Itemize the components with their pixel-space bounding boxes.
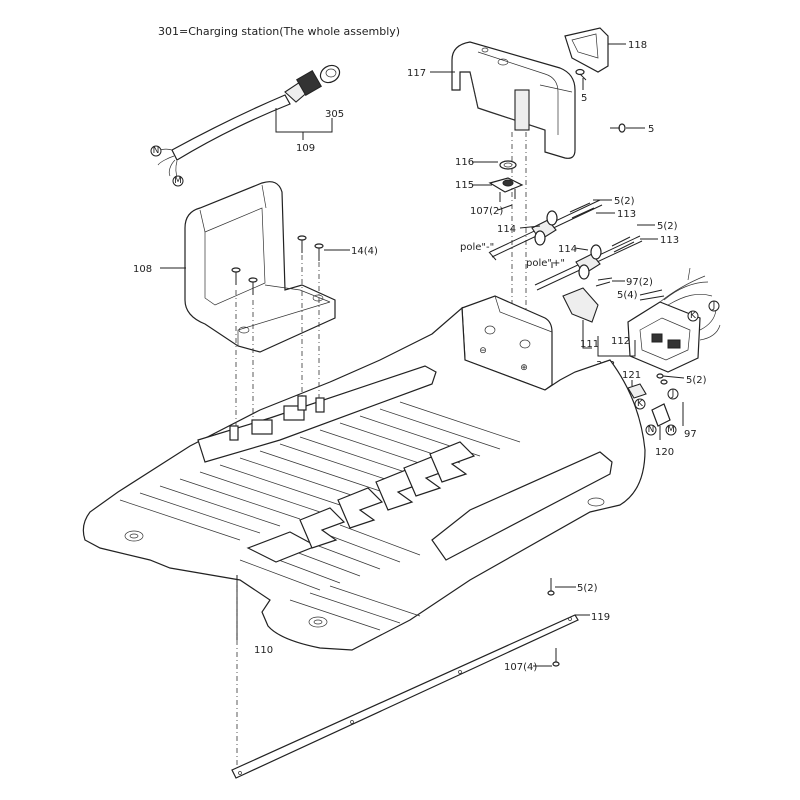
- part-121: [627, 383, 647, 399]
- marker-text: J: [671, 389, 675, 399]
- label-119: 119: [591, 612, 610, 623]
- wire-marker-k1: K: [687, 310, 699, 322]
- label-pole-minus: pole"-": [460, 242, 494, 253]
- wire-marker-m2: M: [665, 424, 677, 436]
- leader-109-305: [275, 108, 333, 133]
- screw-5-top: [575, 68, 587, 81]
- label-110: 110: [254, 645, 273, 656]
- label-114-a: 114: [497, 224, 516, 235]
- washer-116: [499, 160, 517, 170]
- label-113-b: 113: [660, 235, 679, 246]
- marker-text: N: [648, 425, 655, 435]
- label-113-a: 113: [617, 209, 636, 220]
- label-109: 109: [296, 143, 315, 154]
- plate-111: [562, 287, 599, 323]
- wire-marker-j2: J: [667, 388, 679, 400]
- label-5-2-c: 5(2): [686, 375, 707, 386]
- label-5-b: 5: [648, 124, 654, 135]
- marker-text: K: [690, 311, 697, 321]
- screws-5-2-c: [656, 373, 685, 385]
- screw-5-2-d: [547, 578, 555, 596]
- label-108: 108: [133, 264, 152, 275]
- pole-plus-assembly: [534, 235, 643, 291]
- label-305: 305: [325, 109, 344, 120]
- label-5-2-d: 5(2): [577, 583, 598, 594]
- part-120: [651, 403, 671, 440]
- diagram-title: 301=Charging station(The whole assembly): [158, 25, 400, 38]
- leader-303: [597, 336, 636, 357]
- label-114-b: 114: [558, 244, 577, 255]
- minus-symbol: ⊖: [479, 346, 487, 356]
- wire-marker-m1: M: [172, 175, 184, 187]
- bracket-118: [564, 27, 609, 73]
- label-5-4: 5(4): [617, 290, 638, 301]
- label-115: 115: [455, 180, 474, 191]
- label-14-4: 14(4): [351, 246, 378, 257]
- handle-108: [184, 181, 336, 353]
- marker-text: M: [667, 425, 675, 435]
- label-97-2: 97(2): [626, 277, 653, 288]
- holder-115: [488, 177, 524, 202]
- wire-marker-k2: K: [634, 398, 646, 410]
- label-107-4: 107(4): [504, 662, 537, 673]
- wire-marker-j1: J: [708, 300, 720, 312]
- screw-107-4: [552, 648, 560, 667]
- label-120: 120: [655, 447, 674, 458]
- label-5-2-b: 5(2): [657, 221, 678, 232]
- wire-marker-n2: N: [645, 424, 657, 436]
- label-5-a: 5: [581, 93, 587, 104]
- marker-text: J: [712, 301, 716, 311]
- pole-minus-assembly: [489, 199, 603, 258]
- plus-symbol: ⊕: [520, 363, 528, 373]
- label-107-2: 107(2): [470, 206, 503, 217]
- bar-119: [231, 614, 579, 779]
- marker-text: M: [174, 176, 182, 186]
- power-cable-109: [155, 94, 291, 181]
- connector-305: [284, 64, 341, 103]
- wire-marker-n1: N: [150, 145, 162, 157]
- base-plate-110: [82, 295, 646, 651]
- top-cover-117: [451, 41, 576, 159]
- leader-111: [582, 320, 592, 349]
- label-5-2-a: 5(2): [614, 196, 635, 207]
- label-pole-plus: pole"+": [526, 258, 565, 269]
- screw-5-right: [610, 123, 626, 133]
- screws-14: [231, 235, 324, 295]
- pcb-112: [627, 267, 721, 373]
- label-121: 121: [622, 370, 641, 381]
- label-118: 118: [628, 40, 647, 51]
- label-111: 111: [580, 339, 599, 350]
- label-97: 97: [684, 429, 697, 440]
- label-112: 112: [611, 336, 630, 347]
- marker-text: K: [637, 399, 644, 409]
- label-117: 117: [407, 68, 426, 79]
- label-116: 116: [455, 157, 474, 168]
- marker-text: N: [153, 146, 160, 156]
